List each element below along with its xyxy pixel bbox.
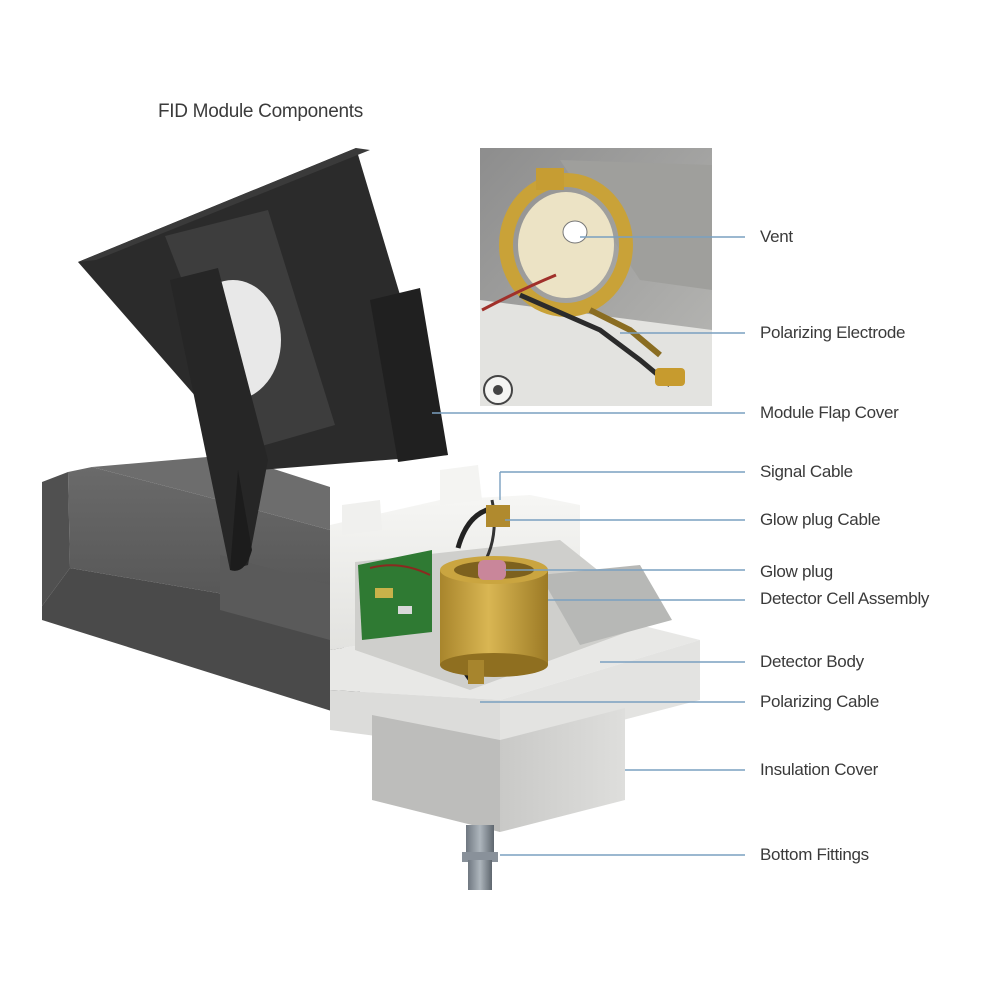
bottom-fittings [462, 825, 498, 890]
callout-detector-cell-assembly: Detector Cell Assembly [760, 589, 930, 608]
detector-cell-assembly [440, 505, 548, 684]
module-flap-cover [78, 148, 448, 571]
callout-insulation-cover: Insulation Cover [760, 760, 879, 779]
diagram-title: FID Module Components [158, 101, 363, 122]
callout-glow-plug: Glow plug [760, 562, 833, 581]
callout-vent: Vent [760, 227, 793, 246]
callout-detector-body: Detector Body [760, 652, 864, 671]
module-housing [42, 455, 360, 720]
inset-closeup [480, 148, 712, 406]
insulation-cover [372, 708, 625, 832]
circuit-board [358, 550, 432, 640]
callout-polarizing-electrode: Polarizing Electrode [760, 323, 906, 342]
callout-glow-plug-cable: Glow plug Cable [760, 510, 881, 529]
callout-module-flap-cover: Module Flap Cover [760, 403, 899, 422]
callout-signal-cable: Signal Cable [760, 462, 853, 481]
callout-polarizing-cable: Polarizing Cable [760, 692, 879, 711]
callout-bottom-fittings: Bottom Fittings [760, 845, 869, 864]
leader-lines [432, 236, 745, 856]
